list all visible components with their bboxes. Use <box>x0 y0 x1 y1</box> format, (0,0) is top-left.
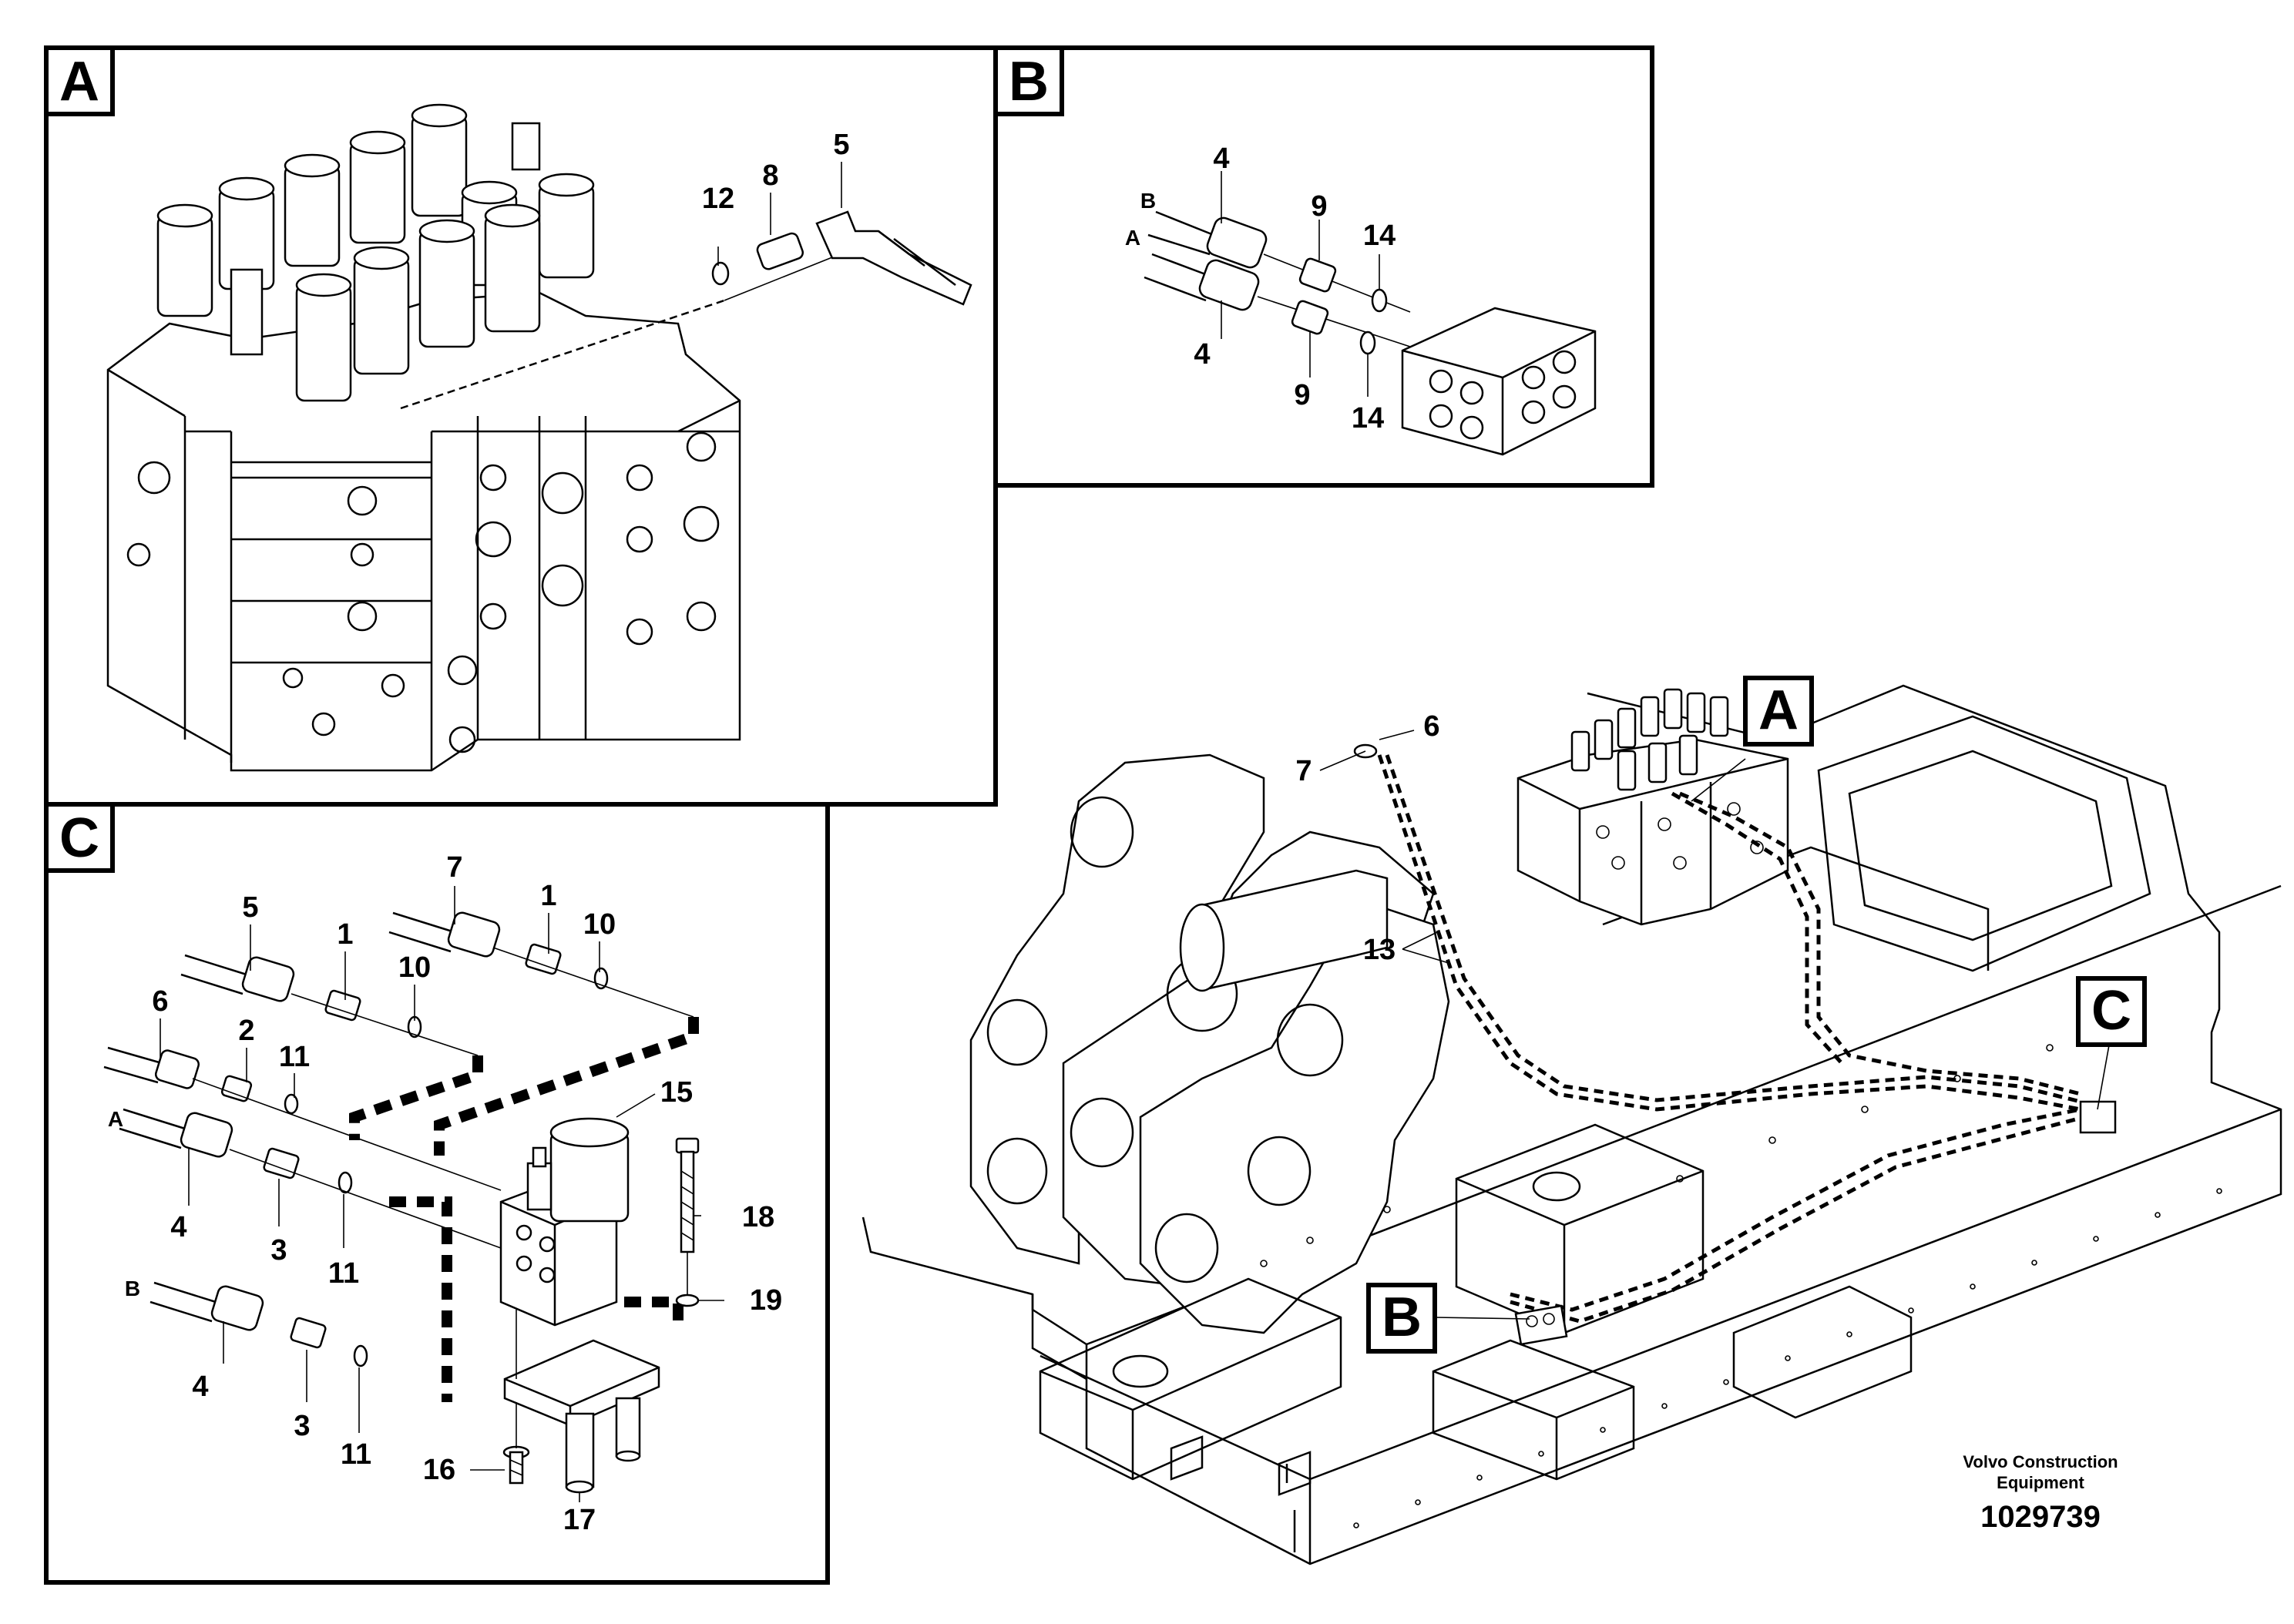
side-label: A <box>1125 226 1140 250</box>
part-label: 13 <box>1363 934 1396 966</box>
part-label: 4 <box>1213 143 1229 175</box>
part-label: 10 <box>398 951 431 984</box>
overview-hoses <box>1377 754 2105 1324</box>
routing-dashes-c <box>349 1017 699 1402</box>
control-valve-block <box>106 103 741 772</box>
brand-line-2: Equipment <box>1997 1473 2084 1492</box>
part-label: 5 <box>833 129 849 161</box>
document-number: 1029739 <box>1980 1500 2101 1534</box>
overview-callout-b: B <box>1366 1283 1530 1354</box>
panel-c-leaders <box>160 886 724 1502</box>
part-label: 16 <box>423 1454 455 1486</box>
part-label: 1 <box>540 880 556 912</box>
part-label: 7 <box>446 851 462 884</box>
part-label: 8 <box>762 159 778 192</box>
panel-b-badge <box>993 45 1064 116</box>
part-label: 15 <box>660 1076 693 1109</box>
panel-b-leaders <box>1221 171 1380 397</box>
adapter-8 <box>756 232 804 270</box>
panel-b: B 4 9 14 <box>993 45 1654 488</box>
part-label: 11 <box>279 1041 310 1073</box>
part-label: 2 <box>238 1015 254 1047</box>
overview-connectors <box>1353 743 2117 1346</box>
panel-c-label: C <box>59 807 99 869</box>
panel-c: C <box>44 802 830 1585</box>
panel-c-badge <box>44 802 115 873</box>
part-label: 6 <box>152 985 168 1018</box>
part-label: 9 <box>1311 190 1327 223</box>
part-label: 11 <box>328 1257 359 1290</box>
part-label: 12 <box>702 183 734 215</box>
part-label: 5 <box>242 891 258 924</box>
overview-callout-a: A <box>1691 676 1814 802</box>
panel-c-frame <box>44 802 830 1585</box>
part-label: 4 <box>192 1371 208 1403</box>
screw-16 <box>502 1402 530 1485</box>
panel-a: A <box>44 45 998 807</box>
solenoid-valve-15 <box>499 1117 630 1327</box>
hoses-b <box>1144 210 1411 355</box>
part-label: 17 <box>563 1504 596 1536</box>
side-label: B <box>1140 189 1156 213</box>
manifold-block-b <box>1401 307 1597 456</box>
part-label: 11 <box>341 1438 371 1471</box>
solenoid-cartridges <box>156 103 595 402</box>
overview-control-valve <box>1516 688 1789 926</box>
part-label: 19 <box>750 1284 782 1317</box>
overview-callout-a-label: A <box>1758 679 1799 741</box>
part-label: 4 <box>1194 338 1210 371</box>
part-label: 1 <box>337 918 353 951</box>
overview-callout-b-label: B <box>1382 1287 1422 1348</box>
drawing-footer: Volvo Construction Equipment 1029739 <box>1963 1452 2118 1534</box>
overview-machine-frame <box>862 684 2282 1565</box>
panel-b-label: B <box>1009 51 1049 112</box>
bolt-18 <box>675 1137 700 1307</box>
overview-callout-c: C <box>2076 976 2147 1110</box>
part-label: 14 <box>1352 402 1384 435</box>
mounting-bracket-17 <box>503 1310 660 1494</box>
part-label: 9 <box>1294 379 1310 411</box>
overview-callout-c-label: C <box>2091 980 2131 1042</box>
o-ring-12 <box>711 261 730 286</box>
part-label: 4 <box>170 1211 186 1243</box>
overview-leaders <box>1319 730 1449 964</box>
part-label: 14 <box>1363 220 1396 252</box>
panel-a-leaders <box>717 162 842 266</box>
part-label: 7 <box>1295 755 1312 787</box>
fitting-exploded-a <box>711 210 972 306</box>
hose-5 <box>815 210 972 306</box>
panel-a-badge <box>44 45 115 116</box>
side-label: B <box>125 1277 140 1300</box>
part-label: 3 <box>294 1410 310 1442</box>
side-label: A <box>108 1107 123 1131</box>
panel-a-label: A <box>59 51 99 112</box>
brand-line-1: Volvo Construction <box>1963 1452 2118 1471</box>
part-label: 6 <box>1423 710 1439 743</box>
part-label: 3 <box>270 1234 287 1267</box>
part-label: 18 <box>742 1201 774 1233</box>
washer-19 <box>675 1293 700 1307</box>
part-label: 10 <box>583 908 616 941</box>
